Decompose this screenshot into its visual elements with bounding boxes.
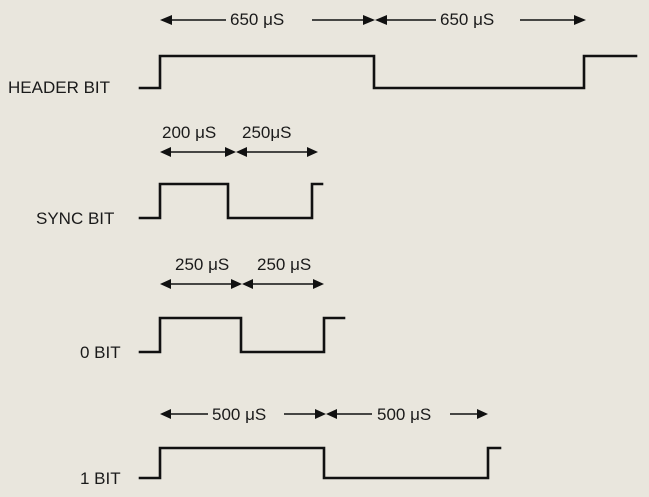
header-dim-2-arrow — [375, 15, 586, 25]
sync-bit-row: 200 μS 250μS SYNC BIT — [36, 123, 324, 228]
one-dim-2-arrow — [326, 409, 488, 419]
header-bit-row: 650 μS 650 μS HEADER BIT — [8, 10, 638, 97]
sync-dim-2-arrow — [236, 147, 318, 157]
header-dim-1-arrow — [160, 15, 375, 25]
one-dim-2-label: 500 μS — [377, 405, 431, 424]
zero-dim-2-arrow — [242, 279, 324, 289]
zero-bit-row: 250 μS 250 μS 0 BIT — [80, 255, 346, 362]
one-dim-1-arrow — [160, 409, 326, 419]
sync-bit-waveform — [138, 182, 324, 220]
one-bit-waveform — [138, 446, 502, 480]
one-bit-row: 500 μS 500 μS 1 BIT — [80, 405, 502, 488]
header-dim-2-label: 650 μS — [440, 10, 494, 29]
zero-dim-1-label: 250 μS — [175, 255, 229, 274]
sync-dim-1-label: 200 μS — [162, 123, 216, 142]
sync-bit-label: SYNC BIT — [36, 209, 114, 228]
zero-dim-1-arrow — [160, 279, 242, 289]
one-bit-label: 1 BIT — [80, 469, 121, 488]
header-bit-waveform — [138, 54, 638, 90]
zero-bit-waveform — [138, 316, 346, 354]
sync-dim-1-arrow — [160, 147, 236, 157]
one-dim-1-label: 500 μS — [212, 405, 266, 424]
header-dim-1-label: 650 μS — [230, 10, 284, 29]
header-bit-label: HEADER BIT — [8, 78, 110, 97]
sync-dim-2-label: 250μS — [242, 123, 292, 142]
zero-bit-label: 0 BIT — [80, 343, 121, 362]
zero-dim-2-label: 250 μS — [257, 255, 311, 274]
